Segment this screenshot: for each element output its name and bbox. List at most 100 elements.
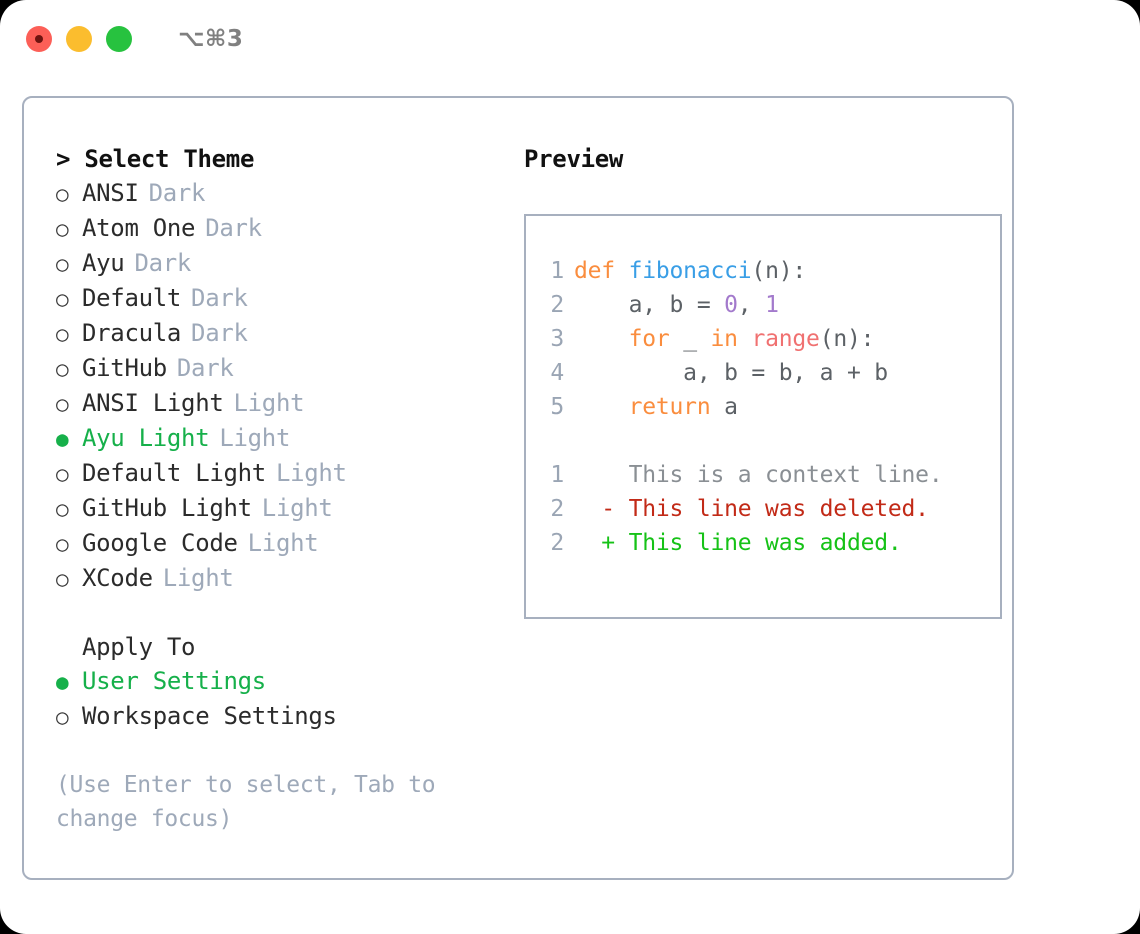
theme-option-ayu-light[interactable]: ● Ayu Light Light (56, 421, 510, 456)
theme-option-github-light[interactable]: ○ GitHub Light Light (56, 491, 510, 526)
code-line: 4 a, b = b, a + b (540, 356, 1000, 390)
theme-option-github[interactable]: ○ GitHub Dark (56, 351, 510, 386)
code-token-kw: return (628, 394, 711, 420)
theme-option-kind: Light (233, 389, 305, 417)
code-token-fn: fibonacci (628, 258, 752, 284)
code-line: 1 def fibonacci(n): (540, 254, 1000, 288)
code-spacer (540, 424, 1000, 458)
diff-sample: 1 This is a context line.2 - This line w… (540, 458, 1000, 560)
diff-line: 1 This is a context line. (540, 458, 1000, 492)
code-line-text: a, b = b, a + b (574, 356, 888, 390)
code-line: 5 return a (540, 390, 1000, 424)
zoom-button-icon[interactable] (106, 26, 132, 52)
code-line-text: def fibonacci(n): (574, 254, 806, 288)
diff-line-number: 1 (550, 462, 564, 488)
caret-icon: > (56, 145, 71, 173)
diff-line-number: 2 (550, 530, 564, 556)
theme-option-default-light[interactable]: ○ Default Light Light (56, 456, 510, 491)
code-token-plain: , (737, 292, 766, 318)
apply-to-option-workspace-settings[interactable]: ○ Workspace Settings (56, 699, 510, 734)
theme-option-label: GitHub (82, 354, 167, 382)
window-titlebar: ⌥⌘3 (0, 0, 1140, 78)
traffic-light-buttons (26, 26, 132, 52)
radio-selected-icon: ● (56, 670, 69, 694)
code-line: 2 a, b = 0, 1 (540, 288, 1000, 322)
radio-unselected-icon: ○ (56, 217, 69, 241)
code-token-plain: (n): (819, 326, 875, 352)
radio-unselected-icon: ○ (56, 252, 69, 276)
apply-to-heading: Apply To (82, 633, 196, 661)
code-token-plain (574, 326, 629, 352)
code-line: 3 for _ in range(n): (540, 322, 1000, 356)
theme-option-google-code[interactable]: ○ Google Code Light (56, 526, 510, 561)
theme-option-dracula[interactable]: ○ Dracula Dark (56, 316, 510, 351)
radio-unselected-icon: ○ (56, 462, 69, 486)
theme-option-label: Ayu Light (82, 424, 210, 452)
radio-unselected-icon: ○ (56, 357, 69, 381)
diff-line: 2 - This line was deleted. (540, 492, 1000, 526)
code-line-text: a, b = 0, 1 (574, 288, 779, 322)
apply-to-option-user-settings[interactable]: ●User Settings (56, 664, 510, 699)
radio-unselected-icon: ○ (56, 392, 69, 416)
theme-option-label: ANSI Light (82, 389, 224, 417)
theme-option-label: Ayu (82, 249, 125, 277)
select-theme-title: Select Theme (84, 145, 255, 173)
theme-option-label: Default (82, 284, 182, 312)
radio-selected-icon: ● (56, 427, 69, 451)
code-line-number: 4 (550, 360, 564, 386)
theme-option-label: XCode (82, 564, 153, 592)
radio-unselected-icon: ○ (56, 182, 69, 206)
theme-option-kind: Dark (176, 354, 234, 382)
radio-unselected-icon: ○ (56, 705, 69, 729)
code-line-number: 5 (550, 394, 564, 420)
theme-option-label: Default Light (82, 459, 266, 487)
diff-line-text: + This line was added. (574, 530, 902, 556)
radio-unselected-icon: ○ (56, 322, 69, 346)
code-token-plain (738, 326, 752, 352)
theme-option-ayu[interactable]: ○ Ayu Dark (56, 246, 510, 281)
theme-option-kind: Dark (205, 214, 262, 242)
apply-to-option-label: Workspace Settings (82, 702, 337, 730)
theme-option-label: Atom One (82, 214, 196, 242)
theme-option-ansi-light[interactable]: ○ ANSI Light Light (56, 386, 510, 421)
code-line-number: 3 (550, 326, 564, 352)
theme-option-kind: Dark (191, 319, 248, 347)
radio-unselected-icon: ○ (56, 532, 69, 556)
theme-option-atom-one[interactable]: ○ Atom One Dark (56, 211, 510, 246)
theme-option-kind: Light (261, 494, 333, 522)
code-line-number: 2 (550, 292, 564, 318)
close-button-icon[interactable] (26, 26, 52, 52)
theme-option-label: GitHub Light (82, 494, 252, 522)
theme-option-label: Google Code (82, 529, 238, 557)
theme-option-label: Dracula (82, 319, 182, 347)
theme-option-kind: Light (219, 424, 291, 452)
theme-option-kind: Dark (148, 179, 206, 207)
diff-line-text: - This line was deleted. (574, 496, 929, 522)
radio-unselected-icon: ○ (56, 497, 69, 521)
keyboard-shortcut-label: ⌥⌘3 (178, 26, 244, 52)
code-line-number: 1 (550, 258, 564, 284)
theme-option-kind: Light (247, 529, 319, 557)
preview-heading: Preview (524, 145, 624, 173)
code-line-text: return a (574, 390, 738, 424)
code-token-kw: in (710, 326, 738, 352)
diff-line: 2 + This line was added. (540, 526, 1000, 560)
radio-unselected-icon: ○ (56, 287, 69, 311)
theme-option-kind: Light (275, 459, 347, 487)
select-theme-heading: > Select Theme (56, 142, 510, 176)
code-token-kw: def (574, 258, 629, 284)
theme-option-kind: Dark (134, 249, 192, 277)
radio-unselected-icon: ○ (56, 567, 69, 591)
code-token-plain: a, b = (574, 292, 725, 318)
apply-to-section: Apply To ●User Settings ○ Workspace Settin… (56, 630, 510, 734)
minimize-button-icon[interactable] (66, 26, 92, 52)
code-token-plain (574, 394, 629, 420)
code-token-num: 1 (765, 292, 779, 318)
